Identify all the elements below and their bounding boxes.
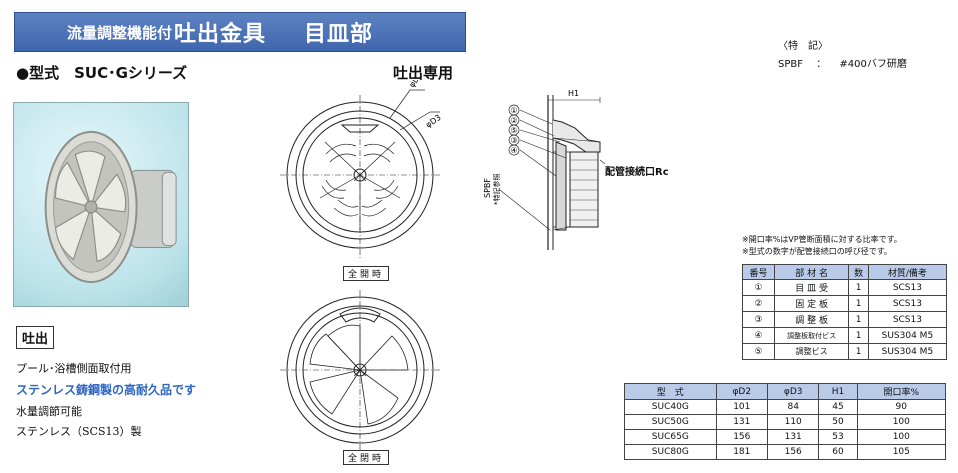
- model-number-note: ※型式の数字が配管接続口の呼び径です。: [742, 247, 892, 256]
- technical-drawings: φD2 φD3: [280, 80, 606, 452]
- table-row: SUC80G 181 156 60 105: [624, 444, 947, 460]
- dimensions-table: 型 式 φD2 φD3 H1 開口率% SUC40G 101 84 45 90 …: [624, 383, 947, 460]
- parts-table: 番号 部 材 名 数 材質/備考 ① 目 皿 受 1 SCS13 ② 固 定 板…: [742, 264, 948, 360]
- parts-header-name: 部 材 名: [773, 264, 850, 280]
- dims-header-h1: H1: [818, 383, 858, 400]
- parts-cell: SUS304 M5: [867, 327, 948, 344]
- discharge-tag: 吐出: [16, 326, 55, 349]
- dims-cell: 100: [856, 414, 947, 430]
- dims-cell: 84: [766, 399, 820, 415]
- special-notes-heading: 〈特 記〉: [778, 41, 828, 52]
- title-sub: 目皿部: [304, 22, 374, 47]
- title-banner: 流量調整機能付 吐出金具 目皿部: [14, 12, 466, 52]
- parts-cell: ③: [742, 311, 775, 328]
- mark-3: ③: [510, 136, 517, 145]
- dims-cell: 60: [818, 444, 858, 460]
- parts-cell: 調整板取付ビス: [773, 327, 850, 344]
- dims-header-model: 型 式: [624, 383, 717, 400]
- caption-fully-open: 全開時: [343, 266, 390, 281]
- parts-table-header: 番号 部 材 名 数 材質/備考: [742, 264, 948, 280]
- parts-cell: 1: [848, 279, 869, 296]
- table-row: SUC50G 131 110 50 100: [624, 414, 947, 430]
- table-row: ④ 調整板取付ビス 1 SUS304 M5: [742, 327, 948, 344]
- mark-1: ①: [510, 106, 517, 115]
- table-row: ① 目 皿 受 1 SCS13: [742, 279, 948, 296]
- series-label: ●型式 SUC･Gシリーズ: [16, 64, 188, 82]
- title-prefix: 流量調整機能付: [67, 23, 173, 42]
- dims-cell: 131: [766, 429, 820, 445]
- spbf-value: #400バフ研磨: [839, 59, 907, 70]
- dims-cell: SUC50G: [624, 414, 717, 430]
- description-usage: プール･浴槽側面取付用: [16, 362, 132, 375]
- table-row: SUC40G 101 84 45 90: [624, 399, 947, 415]
- parts-cell: SCS13: [867, 311, 948, 328]
- product-photo: [13, 102, 189, 307]
- front-view-open: [280, 89, 442, 258]
- parts-cell: ②: [742, 295, 775, 312]
- parts-header-no: 番号: [742, 264, 775, 280]
- dims-table-header: 型 式 φD2 φD3 H1 開口率%: [624, 383, 947, 400]
- description-adjustable: 水量調節可能: [16, 405, 82, 418]
- mark-4: ④: [510, 146, 517, 155]
- product-photo-illustration: [44, 130, 177, 284]
- dims-cell: 105: [856, 444, 947, 460]
- parts-cell: ⑤: [742, 343, 775, 360]
- spout-only-label: 吐出専用: [393, 64, 454, 82]
- label-d2: φD2: [407, 80, 424, 89]
- parts-header-qty: 数: [848, 264, 869, 280]
- parts-cell: ①: [742, 279, 775, 296]
- dims-header-d2: φD2: [715, 383, 769, 400]
- dims-cell: SUC80G: [624, 444, 717, 460]
- spbf-separator: ：: [816, 59, 827, 70]
- dims-cell: SUC40G: [624, 399, 717, 415]
- label-h1: H1: [568, 89, 579, 98]
- parts-cell: 1: [848, 311, 869, 328]
- dims-cell: 100: [856, 429, 947, 445]
- parts-cell: 1: [848, 295, 869, 312]
- caption-fully-closed: 全閉時: [343, 450, 390, 465]
- parts-header-material: 材質/備考: [867, 264, 948, 280]
- dims-cell: 156: [715, 429, 769, 445]
- dims-header-opening: 開口率%: [856, 383, 947, 400]
- dims-cell: SUC65G: [624, 429, 717, 445]
- description-highlight: ステンレス鋳鋼製の高耐久品です: [16, 383, 197, 397]
- dims-header-d3: φD3: [766, 383, 820, 400]
- parts-cell: SCS13: [867, 279, 948, 296]
- dims-cell: 156: [766, 444, 820, 460]
- parts-cell: 固 定 板: [773, 295, 850, 312]
- parts-cell: 1: [848, 327, 869, 344]
- dims-cell: 90: [856, 399, 947, 415]
- label-spbf-note: *特記参照: [492, 174, 501, 206]
- dims-cell: 110: [766, 414, 820, 430]
- spbf-key: SPBF: [778, 59, 803, 70]
- dims-cell: 53: [818, 429, 858, 445]
- opening-ratio-note: ※開口率%はVP管断面積に対する比率です。: [742, 235, 902, 244]
- mark-5: ⑤: [510, 126, 517, 135]
- dims-cell: 101: [715, 399, 769, 415]
- dims-cell: 181: [715, 444, 769, 460]
- table-row: ② 固 定 板 1 SCS13: [742, 295, 948, 312]
- label-d3: φD3: [424, 113, 443, 130]
- dims-cell: 45: [818, 399, 858, 415]
- table-row: ③ 調 整 板 1 SCS13: [742, 311, 948, 328]
- parts-cell: ④: [742, 327, 775, 344]
- table-row: ⑤ 調整ビス 1 SUS304 M5: [742, 343, 948, 360]
- parts-cell: SCS13: [867, 295, 948, 312]
- mark-2: ②: [510, 116, 517, 125]
- parts-cell: 目 皿 受: [773, 279, 850, 296]
- section-view: [499, 95, 606, 250]
- dims-cell: 50: [818, 414, 858, 430]
- title-main: 吐出金具: [174, 22, 267, 47]
- parts-cell: 調整ビス: [773, 343, 850, 360]
- parts-cell: SUS304 M5: [867, 343, 948, 360]
- pipe-connection-label: 配管接続口Rc: [605, 167, 669, 178]
- label-spbf-side: SPBF: [483, 178, 492, 198]
- description-material: ステンレス（SCS13）製: [16, 425, 142, 438]
- table-row: SUC65G 156 131 53 100: [624, 429, 947, 445]
- front-view-closed: [280, 290, 442, 452]
- parts-cell: 1: [848, 343, 869, 360]
- parts-cell: 調 整 板: [773, 311, 850, 328]
- special-notes-row: SPBF ： #400バフ研磨: [778, 55, 907, 70]
- dims-cell: 131: [715, 414, 769, 430]
